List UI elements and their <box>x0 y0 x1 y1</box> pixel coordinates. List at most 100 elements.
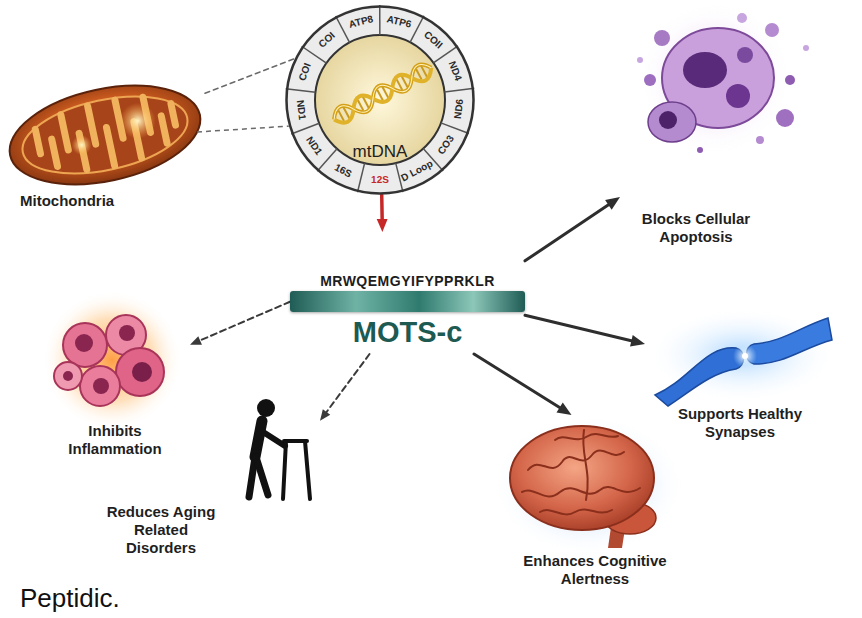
apoptosis-illustration-part <box>637 57 643 63</box>
apoptosis-illustration-part <box>648 102 696 142</box>
arrow-head <box>190 336 202 345</box>
circle-outline <box>285 5 475 195</box>
apoptosis-illustration-part <box>697 147 703 153</box>
synapse-illustration <box>647 307 837 406</box>
apoptosis-illustration-part <box>737 13 747 23</box>
apoptosis-illustration-part <box>785 75 795 85</box>
brain-illustration-part <box>490 413 686 557</box>
dna-helix-part <box>330 60 435 127</box>
arrow-head <box>630 335 645 346</box>
watermark-text: Peptidic. <box>20 583 120 614</box>
arrow-head <box>557 403 572 415</box>
apoptosis-illustration-part <box>803 45 809 51</box>
node-label: MRWQEMGYIFYPPRKLR <box>290 273 525 290</box>
connector-arrow <box>474 354 572 415</box>
brain-illustration-part-part <box>583 430 588 500</box>
aging-person-icon <box>249 399 310 499</box>
node-label: Mitochondria <box>20 192 190 210</box>
mitochondrion-illustration-part-part <box>106 128 114 166</box>
connector-line <box>525 315 635 341</box>
dna-helix-part-part <box>397 79 403 90</box>
inflammation-illustration-part <box>54 362 82 390</box>
aging-person-icon-part <box>257 399 275 417</box>
connector-line <box>474 354 563 410</box>
mitochondrion-illustration-part <box>116 100 159 143</box>
apoptosis-illustration-part <box>644 74 656 86</box>
inflammation-illustration-part <box>63 323 107 367</box>
connector-arrow <box>205 59 294 94</box>
dna-helix <box>330 60 435 127</box>
apoptosis-illustration <box>637 0 809 156</box>
arrow-head <box>605 197 620 210</box>
effect-node: Inhibits Inflammation <box>40 300 190 460</box>
node-sublabel: MOTS-c <box>290 315 525 350</box>
connector-line <box>205 59 294 94</box>
node-label: Reduces Aging Related Disorders <box>100 503 222 557</box>
connector-arrow <box>377 195 388 232</box>
ring-divider <box>379 5 381 35</box>
mitochondrion-illustration-part-part <box>171 104 176 126</box>
node-label: mtDNA <box>325 142 435 162</box>
mtdna-circle: mtDNA <box>285 5 475 195</box>
dna-helix-part-part <box>358 100 364 111</box>
mitochondrion-illustration-part <box>70 133 94 157</box>
node-label: Supports Healthy Synapses <box>650 405 830 441</box>
mtdna-ring-part <box>315 35 445 165</box>
inflammation-illustration-part <box>132 362 152 382</box>
mtdna-ring <box>285 5 475 195</box>
connector-line <box>380 195 384 223</box>
apoptosis-illustration-part <box>659 111 677 129</box>
connector-arrow <box>190 302 290 345</box>
apoptosis-illustration-part <box>683 52 727 88</box>
brain-illustration-part <box>510 426 654 530</box>
circle-outline <box>287 7 474 194</box>
inflammation-illustration-part <box>119 325 135 341</box>
mitochondrion-illustration <box>1 70 210 200</box>
node-label: Blocks Cellular Apoptosis <box>632 210 760 246</box>
effect-node: Supports Healthy Synapses <box>645 305 835 450</box>
apoptosis-illustration-part <box>737 47 753 63</box>
apoptosis-illustration-part <box>726 84 750 108</box>
ring-divider <box>291 123 319 134</box>
mitochondrion-illustration-part-part <box>161 116 167 143</box>
brain-illustration-part <box>522 430 640 514</box>
mitochondrion-illustration-part <box>16 83 195 186</box>
mitochondrion-illustration-part <box>1 70 210 200</box>
apoptosis-illustration-part <box>776 109 794 127</box>
gene-segment-label: 12S <box>371 175 389 185</box>
brain-illustration-part-part <box>540 509 612 514</box>
mitochondrion-illustration-part <box>33 89 181 180</box>
connector-arrow <box>525 315 645 346</box>
connector-line <box>325 354 370 415</box>
inflammation-illustration-part <box>80 366 120 406</box>
brain-illustration-part-part <box>528 450 624 470</box>
node-label: Inhibits Inflammation <box>40 422 190 458</box>
dna-helix-part-part <box>377 90 383 101</box>
brain-illustration-part-part <box>555 434 618 440</box>
connector-line <box>197 302 290 342</box>
ring-divider <box>358 163 365 192</box>
peptide-band: MRWQEMGYIFYPPRKLR MOTS-c <box>290 232 525 354</box>
aging-person-icon-part <box>305 441 310 499</box>
synapse-illustration-part <box>655 348 744 406</box>
aging-person-icon-part <box>256 457 268 495</box>
connector-line <box>525 203 612 261</box>
mitochondria-node: Mitochondria <box>5 80 205 220</box>
inflammation-illustration-part <box>75 334 93 352</box>
inflammation-illustration-part <box>42 290 182 430</box>
arrow-head <box>377 219 388 232</box>
inflammation-illustration <box>42 290 182 430</box>
connector-arrow <box>320 354 370 421</box>
aging-person-icon-part <box>260 430 285 446</box>
ring-divider <box>286 89 316 93</box>
aging-person-icon-part <box>249 457 255 497</box>
dna-helix-part <box>330 60 435 127</box>
effect-node: Blocks Cellular Apoptosis <box>620 5 800 255</box>
dna-helix-part-part <box>338 110 344 121</box>
synapse-illustration-part <box>747 318 833 364</box>
effect-node: Enhances Cognitive Alertness <box>500 415 690 590</box>
zoom-leader-line <box>197 126 291 132</box>
brain-illustration-part-part <box>522 487 640 496</box>
synapse-illustration-part <box>742 353 748 359</box>
